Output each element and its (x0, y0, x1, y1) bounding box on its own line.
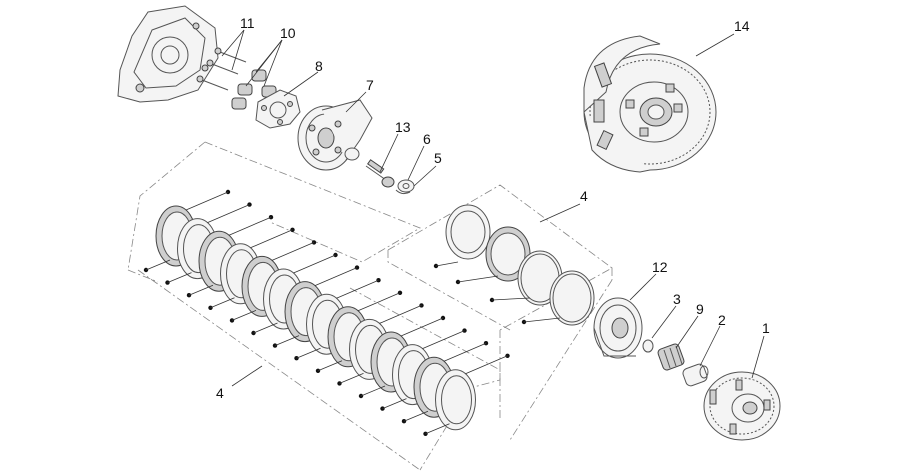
left-stack-markers (143, 189, 510, 436)
right-stack-markers (433, 261, 561, 325)
callout-14: 14 (734, 18, 750, 34)
clutch-plate-14 (435, 369, 476, 431)
group-outline-right-stack (387, 184, 613, 441)
marker-line-top-12 (422, 330, 465, 349)
group-outline-left-stack (127, 141, 501, 471)
thrust-washer-small (344, 147, 360, 161)
marker-line-top-5 (271, 242, 315, 261)
right-plate-stack (445, 204, 595, 326)
spring-plate (255, 89, 301, 129)
bushing (682, 363, 709, 387)
marker-line-top-6 (293, 254, 336, 274)
marker-line-top-7 (314, 267, 358, 286)
marker-dot-top-10 (419, 303, 424, 308)
marker-line-bottom-4 (210, 297, 235, 309)
callout-7: 7 (366, 77, 374, 93)
springs (231, 69, 277, 110)
marker-dot-top-12 (462, 328, 467, 333)
marker-line-top-4 (250, 229, 293, 249)
leader-lines (221, 29, 765, 387)
callout-6: 6 (423, 131, 431, 147)
marker-line-top-11 (400, 317, 444, 337)
marker-line-bottom-2 (167, 272, 192, 283)
marker-line-bottom-14 (425, 423, 450, 435)
marker-line-top-13 (443, 342, 487, 362)
marker-line-top-8 (336, 279, 379, 299)
primary-gear-housing (703, 371, 781, 441)
callout-4-right: 4 (580, 188, 588, 204)
marker-line-top-1 (185, 191, 229, 211)
clutch-plate-inner-14 (441, 375, 472, 425)
callout-8: 8 (315, 58, 323, 74)
marker-line-bottom-3 (188, 284, 214, 296)
marker-line-top-2 (207, 204, 250, 223)
marker-line-bottom-13 (403, 410, 429, 422)
callout-5: 5 (434, 150, 442, 166)
marker-dot-top-7 (354, 265, 360, 270)
marker-line-bottom-9 (317, 360, 343, 372)
marker-line-bottom-10 (339, 373, 364, 384)
callout-3: 3 (673, 291, 681, 307)
marker-line-bottom-7 (274, 335, 300, 346)
clutch-cover (117, 5, 219, 103)
callout-1: 1 (762, 320, 770, 336)
callouts: 11 10 8 7 13 6 5 14 4 12 3 9 2 1 4 (216, 15, 770, 401)
marker-line-bottom-8 (296, 347, 321, 359)
pressure-plate (297, 99, 373, 171)
marker-line-bottom-12 (382, 398, 407, 409)
callout-2: 2 (718, 312, 726, 328)
marker-line-bottom-1 (145, 259, 171, 271)
marker-line-bottom-5 (231, 310, 257, 321)
callout-13: 13 (395, 119, 411, 135)
marker-line-top-14 (465, 355, 508, 375)
callout-10: 10 (280, 25, 296, 41)
left-plate-stack (155, 205, 476, 431)
marker-line-bottom-11 (360, 385, 386, 397)
marker-line-top-9 (357, 292, 401, 312)
callout-4-left: 4 (216, 385, 224, 401)
callout-11: 11 (240, 15, 255, 31)
clutch-housing (583, 35, 717, 173)
marker-line-top-10 (379, 305, 422, 324)
needle-bearing (657, 343, 685, 371)
marker-line-top-3 (228, 216, 272, 236)
hub-washer (642, 339, 654, 353)
push-rod-assembly (365, 159, 415, 195)
marker-line-bottom-6 (253, 322, 278, 334)
callout-9: 9 (696, 301, 704, 317)
callout-12: 12 (652, 259, 668, 275)
clutch-hub (593, 297, 643, 359)
